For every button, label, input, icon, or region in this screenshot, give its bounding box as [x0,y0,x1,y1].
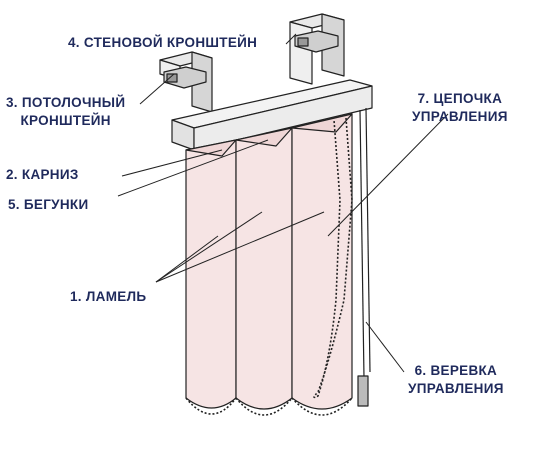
label-control-cord-line1: 6. ВЕРЕВКА [414,363,498,378]
label-slat-text: 1. ЛАМЕЛЬ [70,289,147,304]
label-control-chain-line2: УПРАВЛЕНИЯ [412,109,508,124]
label-wall-bracket-text: 4. СТЕНОВОЙ КРОНШТЕЙН [68,35,258,50]
label-ceiling-bracket: 3. ПОТОЛОЧНЫЙ КРОНШТЕЙН [6,94,125,130]
ceiling-bracket-drawing [159,51,213,113]
label-runners-text: 5. БЕГУНКИ [8,197,89,212]
headrail-drawing [171,79,373,151]
label-control-chain: 7. ЦЕПОЧКА УПРАВЛЕНИЯ [412,90,508,126]
wall-bracket-drawing [289,13,345,85]
label-ceiling-bracket-line1: 3. ПОТОЛОЧНЫЙ [6,95,126,110]
label-control-cord: 6. ВЕРЕВКА УПРАВЛЕНИЯ [408,362,504,398]
slats-drawing [185,113,353,410]
label-rail-text: 2. КАРНИЗ [6,167,79,182]
control-chain-drawing [313,117,353,399]
label-rail: 2. КАРНИЗ [6,166,79,184]
control-cord-drawing [357,107,371,407]
leader-lines [117,33,449,373]
label-control-chain-line1: 7. ЦЕПОЧКА [417,91,503,106]
label-runners: 5. БЕГУНКИ [8,196,88,214]
label-wall-bracket: 4. СТЕНОВОЙ КРОНШТЕЙН [68,34,257,52]
label-slat: 1. ЛАМЕЛЬ [70,288,146,306]
label-ceiling-bracket-line2: КРОНШТЕЙН [20,113,111,128]
label-control-cord-line2: УПРАВЛЕНИЯ [408,381,504,396]
bottom-chain-drawing [185,397,353,416]
